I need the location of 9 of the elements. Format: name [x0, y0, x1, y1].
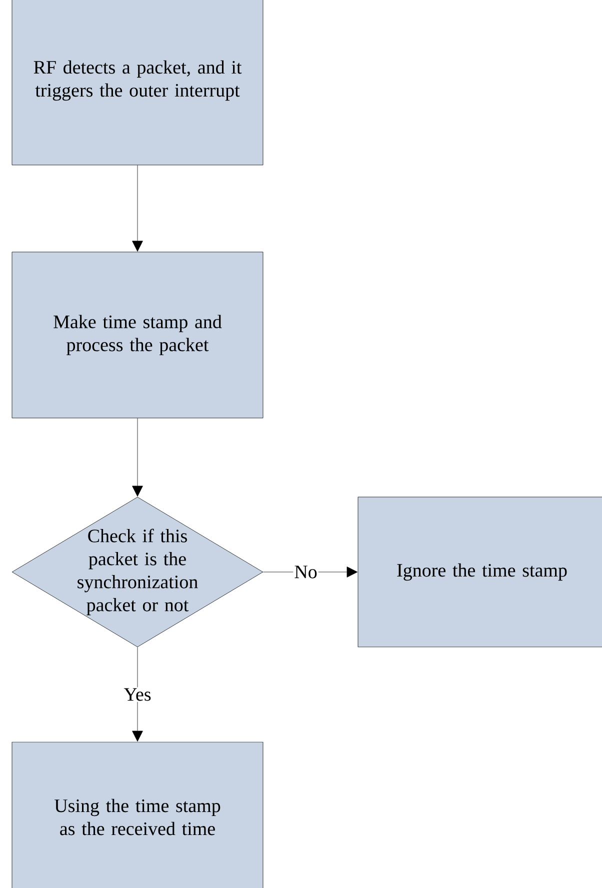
process-box: RF detects a packet, and it triggers the outer interrupt	[12, 0, 264, 166]
arrow	[132, 647, 143, 742]
process-box: Ignore the time stamp	[358, 496, 602, 648]
edge-label: No	[293, 564, 318, 580]
process-box: Using the time stamp as the received time	[12, 742, 264, 888]
process-box: Make time stamp and process the packet	[12, 252, 264, 418]
arrow	[132, 418, 143, 497]
arrow	[132, 165, 143, 252]
edge-label: Yes	[122, 687, 152, 702]
